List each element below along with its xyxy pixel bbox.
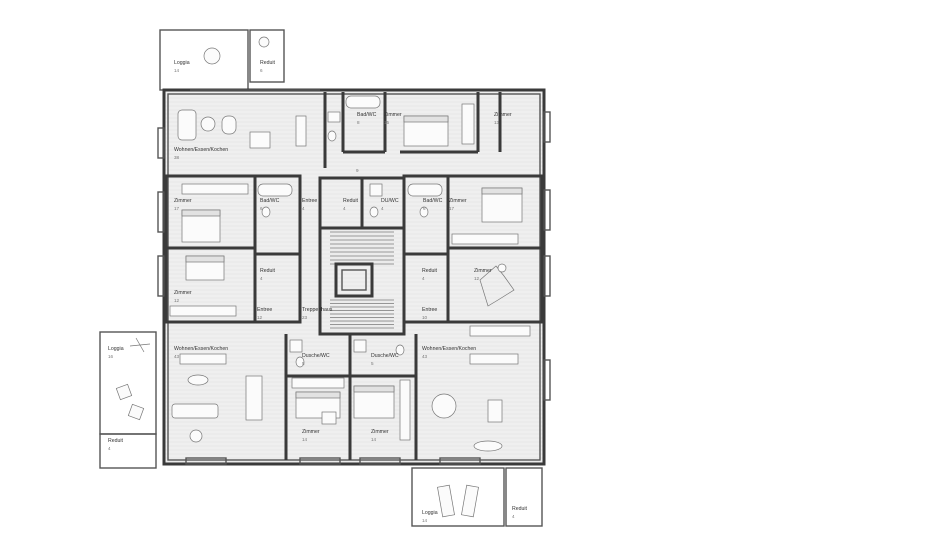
room-label-zimmer-s2: Zimmer [371,429,389,435]
room-label-zimmer-s1: Zimmer [302,429,320,435]
room-label-badwc-w: Bad/WC [260,198,280,204]
reduit-nw-area [249,29,285,83]
room-number-reduit-nw: 6 [260,68,263,73]
room-number-zimmer-e2: 12 [474,276,480,281]
room-number-treppenhaus: 23 [302,315,308,320]
staircase [330,231,394,329]
bathroom-fixtures [257,95,443,368]
room-number-reduit-w: 4 [260,276,263,281]
room-number-zimmer-w1: 17 [174,206,180,211]
room-label-duschewc-e: Dusche/WC [371,353,399,359]
room-label-reduit-e: Reduit [422,268,438,274]
room-number-entree-n: 4 [302,206,305,211]
room-label-zimmer-e2: Zimmer [474,268,492,274]
room-label-wohnen-e: Wohnen/Essen/Kochen [422,346,476,352]
room-label-reduit-se: Reduit [512,506,528,512]
room-label-reduit-w: Reduit [260,268,276,274]
room-number-entree-w: 12 [257,315,263,320]
room-number-duschewc-e: 5 [371,361,374,366]
room-number-wohnen-nw: 38 [174,155,180,160]
outer-walls [157,88,551,466]
reduit-sw-area [99,433,157,469]
room-number-zimmer-s2: 14 [371,437,377,442]
room-label-zimmer-n2: Zimmer [494,112,512,118]
room-number-badwc-n: 8 [357,120,360,125]
room-label-reduit-n: Reduit [343,198,359,204]
room-label-zimmer-w2: Zimmer [174,290,192,296]
room-label-wohnen-w: Wohnen/Essen/Kochen [174,346,228,352]
room-number-reduit-e: 4 [422,276,425,281]
corridor-number: 9 [356,168,359,173]
room-label-loggia-se: Loggia [422,510,438,516]
room-number-badwc-e: 6 [423,206,426,211]
room-number-zimmer-e1: 17 [449,206,455,211]
room-label-entree-w: Entree [257,307,272,313]
room-number-reduit-n: 4 [343,206,346,211]
loggia-se-area [411,467,505,527]
interior-walls [164,92,544,460]
room-label-entree-n: Entree [302,198,317,204]
living-furniture [115,36,515,518]
room-number-zimmer-n1: 15 [384,120,390,125]
room-number-duwc-n: 4 [381,206,384,211]
room-labels: Loggia14Reduit6Wohnen/Essen/Kochen38Bad/… [108,60,528,523]
room-label-duschewc-w: Dusche/WC [302,353,330,359]
room-number-badwc-w: 6 [260,206,263,211]
room-label-wohnen-nw: Wohnen/Essen/Kochen [174,147,228,153]
room-label-loggia-w: Loggia [108,346,124,352]
room-number-loggia-se: 14 [422,518,428,523]
room-number-wohnen-e: 43 [422,354,428,359]
room-label-loggia-nw: Loggia [174,60,190,66]
room-number-loggia-nw: 14 [174,68,180,73]
room-label-badwc-n: Bad/WC [357,112,377,118]
room-label-zimmer-e1: Zimmer [449,198,467,204]
reduit-se-area [505,467,543,527]
room-label-entree-e: Entree [422,307,437,313]
room-number-duschewc-w: 5 [302,361,305,366]
room-number-loggia-w: 16 [108,354,114,359]
room-label-badwc-e: Bad/WC [423,198,443,204]
room-number-reduit-se: 4 [512,514,515,519]
room-number-zimmer-n2: 13 [494,120,500,125]
room-number-reduit-sw: 4 [108,446,111,451]
room-label-zimmer-w1: Zimmer [174,198,192,204]
room-number-zimmer-s1: 14 [302,437,308,442]
room-label-zimmer-n1: Zimmer [384,112,402,118]
cabinets [169,103,531,441]
room-label-duwc-n: DU/WC [381,198,399,204]
room-number-wohnen-w: 43 [174,354,180,359]
room-number-zimmer-w2: 12 [174,298,180,303]
room-number-entree-e: 10 [422,315,428,320]
room-label-reduit-sw: Reduit [108,438,124,444]
room-label-reduit-nw: Reduit [260,60,276,66]
room-label-treppenhaus: Treppenhaus [302,307,333,313]
